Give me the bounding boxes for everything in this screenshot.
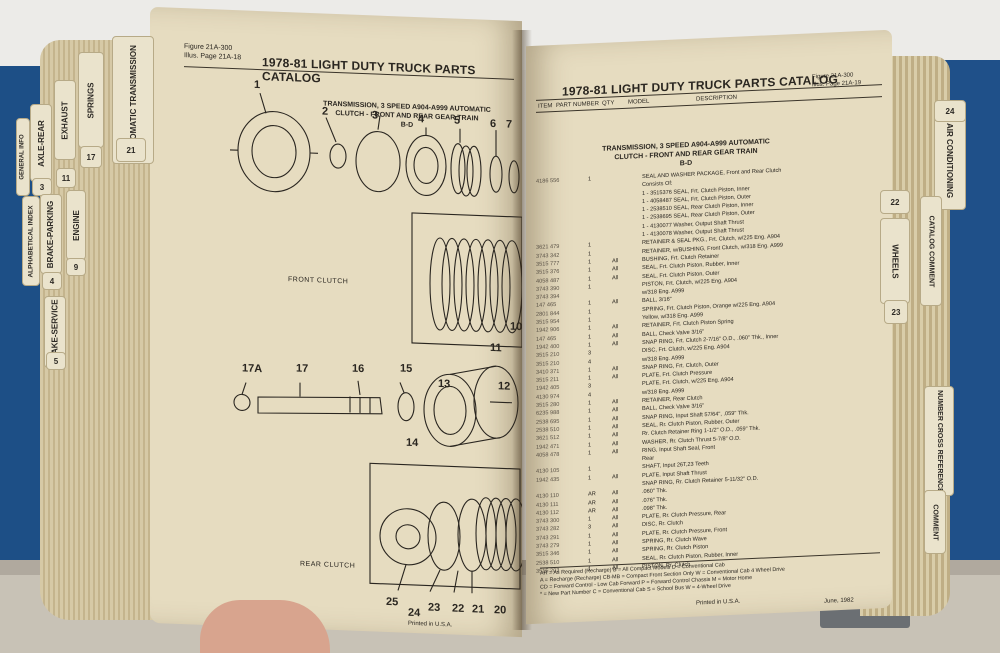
row-qty bbox=[588, 457, 600, 458]
column-description: DESCRIPTION bbox=[696, 94, 738, 103]
callout-2: 2 bbox=[322, 105, 329, 118]
tab-comment[interactable]: COMMENT bbox=[924, 490, 946, 554]
callout-11: 11 bbox=[490, 341, 502, 355]
row-model bbox=[612, 381, 630, 382]
exploded-parts-diagram bbox=[230, 92, 522, 594]
right-catalog-title: 1978-81 LIGHT DUTY TRUCK PARTS CATALOG bbox=[562, 72, 839, 99]
callout-24: 23 bbox=[428, 601, 441, 615]
row-model bbox=[612, 290, 630, 291]
row-model bbox=[612, 306, 630, 307]
row-qty bbox=[588, 200, 600, 201]
row-model bbox=[612, 174, 630, 175]
row-model bbox=[612, 198, 630, 199]
tab-alphabetical-index[interactable]: ALPHABETICAL INDEX bbox=[22, 196, 40, 286]
row-model bbox=[612, 223, 630, 224]
tab-number-24[interactable]: 24 bbox=[934, 100, 966, 122]
row-model bbox=[612, 207, 630, 208]
callout-14: 14 bbox=[406, 436, 419, 450]
row-model bbox=[612, 182, 630, 183]
row-qty bbox=[588, 225, 600, 226]
callout-4: 4 bbox=[418, 113, 425, 126]
row-model bbox=[612, 315, 630, 316]
print-date: June, 1982 bbox=[824, 597, 854, 605]
row-model bbox=[612, 348, 630, 349]
row-qty bbox=[588, 208, 600, 209]
right-printed-note: Printed in U.S.A. bbox=[696, 598, 741, 607]
callout-15: 15 bbox=[400, 362, 413, 375]
row-model bbox=[612, 190, 630, 191]
row-qty bbox=[588, 183, 600, 184]
column-model: MODEL bbox=[628, 98, 650, 106]
tab-catalog-comment[interactable]: CATALOG COMMENT bbox=[920, 196, 942, 306]
row-model bbox=[612, 481, 630, 482]
right-page: 1978-81 LIGHT DUTY TRUCK PARTS CATALOG F… bbox=[526, 29, 892, 625]
row-model bbox=[612, 232, 630, 233]
tab-number-21[interactable]: 21 bbox=[116, 138, 146, 162]
tab-number-17[interactable]: 17 bbox=[80, 146, 102, 168]
callout-1: 1 bbox=[254, 78, 261, 92]
row-model bbox=[612, 356, 630, 357]
tab-number-cross-reference[interactable]: NUMBER CROSS REFERENCE bbox=[924, 386, 954, 496]
callout-17: 17 bbox=[296, 362, 309, 375]
tab-axle-rear[interactable]: AXLE-REAR bbox=[30, 104, 52, 182]
tab-brake-parking[interactable]: BRAKE-PARKING bbox=[40, 194, 62, 274]
callout-25: 24 bbox=[408, 606, 421, 620]
tab-number-4[interactable]: 4 bbox=[42, 272, 62, 290]
callout-12: 12 bbox=[498, 380, 511, 393]
row-qty bbox=[588, 482, 600, 483]
tab-number-23[interactable]: 23 bbox=[884, 300, 908, 324]
callout-17a: 17A bbox=[242, 362, 263, 376]
tab-engine[interactable]: ENGINE bbox=[66, 190, 86, 260]
callout-22: 21 bbox=[472, 603, 485, 616]
row-model bbox=[612, 215, 630, 216]
callout-5: 5 bbox=[454, 114, 461, 127]
tab-springs[interactable]: SPRINGS bbox=[78, 52, 104, 148]
callout-16: 16 bbox=[352, 362, 365, 376]
column-qty: QTY bbox=[602, 100, 615, 107]
tab-wheels[interactable]: WHEELS bbox=[880, 218, 910, 304]
tab-number-5[interactable]: 5 bbox=[46, 352, 66, 370]
row-model bbox=[612, 464, 630, 465]
left-page: Figure 21A-300 Illus. Page 21A-18 1978-8… bbox=[150, 6, 522, 638]
tab-number-22[interactable]: 22 bbox=[880, 190, 910, 214]
row-qty bbox=[588, 291, 600, 292]
tab-exhaust[interactable]: EXHAUST bbox=[54, 80, 76, 160]
row-qty bbox=[588, 233, 600, 234]
callout-21: 20 bbox=[494, 604, 507, 617]
row-qty bbox=[588, 216, 600, 217]
tab-air-conditioning[interactable]: AIR CONDITIONING bbox=[934, 110, 966, 210]
callout-26: 25 bbox=[386, 595, 399, 609]
hand-holding-book bbox=[200, 600, 330, 653]
tab-general-info[interactable]: GENERAL INFO bbox=[16, 118, 30, 196]
callout-23: 22 bbox=[452, 602, 465, 615]
row-model bbox=[612, 248, 630, 249]
row-model bbox=[612, 389, 630, 390]
callout-6: 6 bbox=[490, 117, 497, 131]
row-model bbox=[612, 240, 630, 241]
row-model bbox=[612, 281, 630, 282]
row-qty bbox=[588, 192, 600, 193]
callout-13: 13 bbox=[438, 377, 451, 391]
callout-3: 3 bbox=[372, 109, 379, 122]
tab-number-9[interactable]: 9 bbox=[66, 258, 86, 276]
column-item: ITEM bbox=[538, 103, 553, 110]
row-model bbox=[612, 456, 630, 457]
column-part-number: PART NUMBER bbox=[556, 100, 600, 109]
tab-number-11[interactable]: 11 bbox=[56, 168, 76, 188]
